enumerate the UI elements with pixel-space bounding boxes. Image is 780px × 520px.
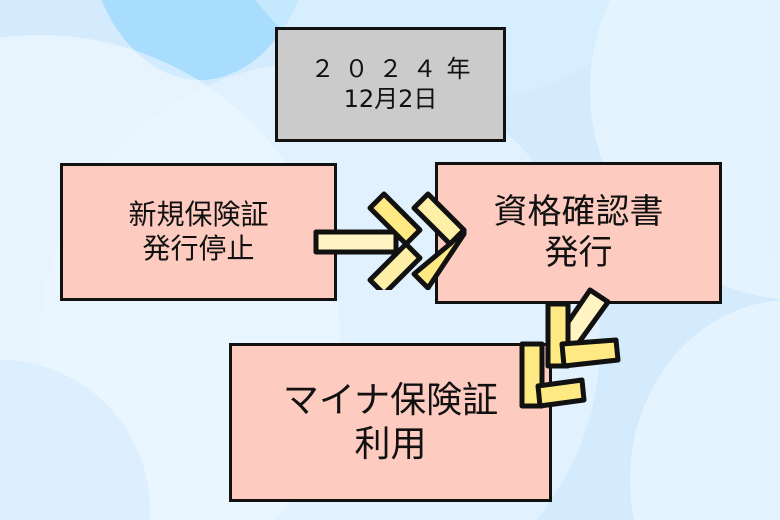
step-1-line-1: 新規保険証 [128,197,269,231]
step-box-eligibility-certificate: 資格確認書 発行 [435,162,722,304]
date-day: 12月2日 [343,84,438,113]
step-box-my-number-insurance-card: マイナ保険証 利用 [229,343,552,502]
double-chevron-right-icon [313,191,467,290]
step-3-line-2: 利用 [354,423,427,465]
step-3-line-1: マイナ保険証 [282,379,499,421]
step-2-line-2: 発行 [544,233,613,273]
double-chevron-down-left-icon [519,287,621,409]
step-2-line-1: 資格確認書 [493,191,664,232]
step-box-stop-new-insurance-card: 新規保険証 発行停止 [60,163,337,301]
step-1-line-2: 発行停止 [142,232,255,265]
date-box: ２０２４年 12月2日 [275,27,506,142]
date-year: ２０２４年 [310,55,481,84]
